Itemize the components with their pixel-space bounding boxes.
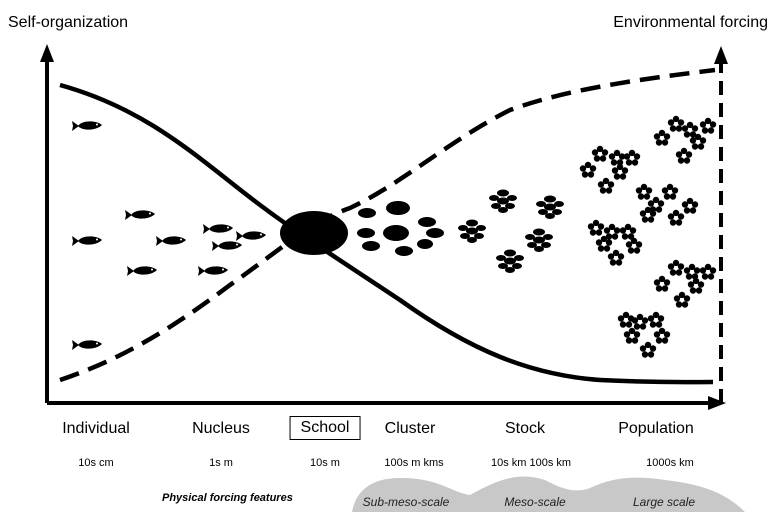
population-group (579, 115, 717, 358)
fish-icon (72, 121, 102, 131)
fish-icon (198, 266, 228, 276)
size-label-cluster: 100s m kms (384, 457, 444, 469)
size-label-individual: 10s cm (78, 457, 114, 469)
axes (40, 44, 728, 410)
cluster-icon (489, 189, 517, 213)
scale-label-nucleus: Nucleus (192, 420, 250, 437)
fish-icon (125, 210, 155, 220)
individual-fish-group (72, 121, 102, 350)
y-axis-label-left: Self-organization (8, 14, 129, 31)
fish-icon (212, 241, 242, 251)
school-blob (280, 211, 348, 255)
stock-group (458, 189, 564, 273)
cluster-icon (496, 249, 524, 273)
physical-feature-sub-meso: Sub-meso-scale (362, 495, 450, 509)
fish-icon (72, 236, 102, 246)
size-label-nucleus: 1s m (209, 457, 233, 469)
fish-icon (127, 266, 157, 276)
physical-forcing-hills (352, 476, 745, 512)
cluster-icon (525, 228, 553, 252)
y-axis-label-right: Environmental forcing (613, 14, 768, 31)
self-organization-curve (59, 82, 714, 385)
physical-feature-large: Large scale (632, 495, 696, 509)
cluster-icon (536, 195, 564, 219)
scale-label-stock: Stock (504, 420, 546, 437)
cluster-icon (458, 219, 486, 243)
fish-icon (236, 231, 266, 241)
fish-icon (72, 340, 102, 350)
physical-forcing-title: Physical forcing features (162, 492, 293, 504)
environmental-forcing-curve (59, 67, 716, 383)
size-label-school: 10s m (310, 457, 340, 469)
size-label-stock: 10s km 100s km (490, 457, 572, 469)
nucleus-fish-group (125, 210, 266, 276)
size-label-population: 1000s km (646, 457, 694, 469)
scale-label-school: School (289, 416, 361, 440)
physical-feature-meso: Meso-scale (504, 495, 566, 509)
scale-label-cluster: Cluster (384, 420, 436, 437)
scale-label-individual: Individual (62, 420, 130, 437)
cluster-group (357, 201, 444, 256)
fish-icon (156, 236, 186, 246)
fish-icon (203, 224, 233, 234)
scale-label-population: Population (618, 420, 694, 437)
